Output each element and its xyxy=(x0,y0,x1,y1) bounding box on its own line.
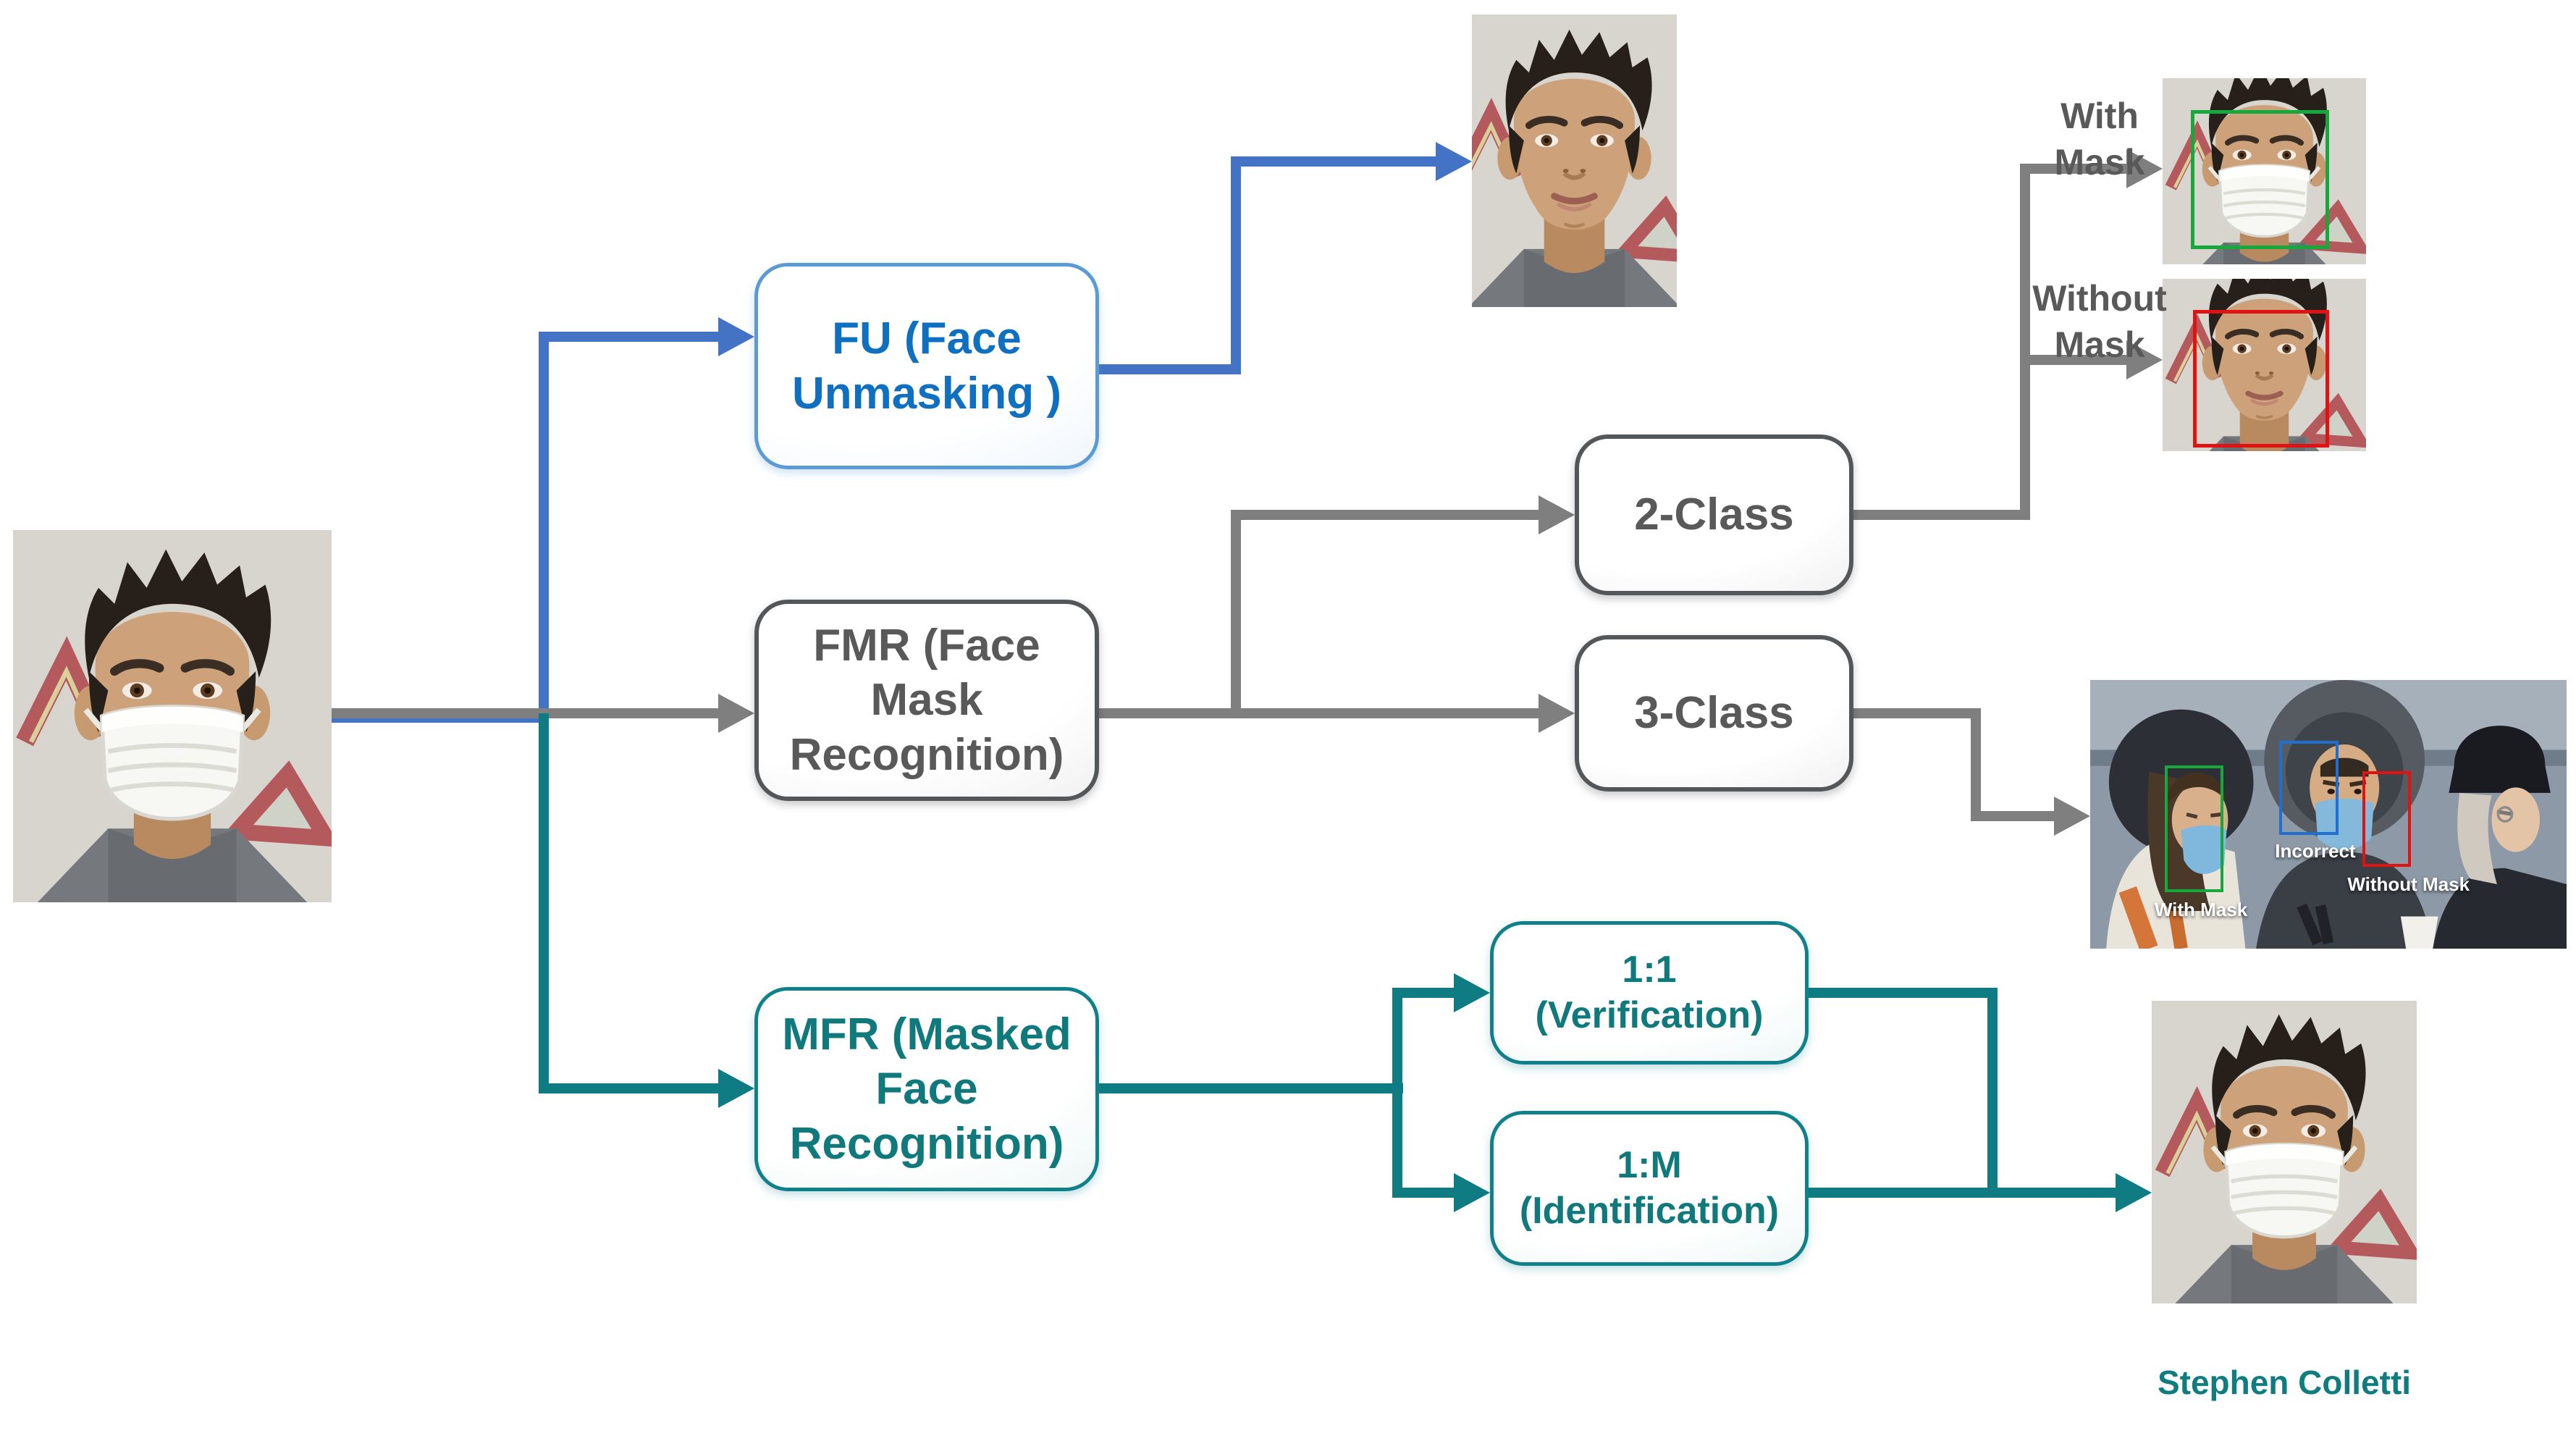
3class-output-line-v xyxy=(1971,708,1981,821)
fmr-to-3class-line xyxy=(1099,708,1541,718)
teal-arrowhead-into-result-image xyxy=(2116,1173,2152,1212)
verification-node: 1:1 (Verification) xyxy=(1490,921,1809,1065)
fu-output-line-h1 xyxy=(1099,364,1241,374)
fu-output-line-h2 xyxy=(1231,156,1441,167)
teal-arrowhead-into-verification xyxy=(1454,973,1490,1012)
group-without-mask-label: Without Mask xyxy=(2347,873,2470,896)
group-green-bounding-box xyxy=(2164,765,2224,893)
fu-node-label: FU (Face Unmasking ) xyxy=(791,313,1062,419)
unmasked-result-face-image xyxy=(1472,14,1677,307)
identification-node: 1:M (Identification) xyxy=(1490,1111,1809,1266)
group-with-mask-label: With Mask xyxy=(2154,899,2248,921)
fmr-to-2class-line xyxy=(1231,510,1541,520)
without-mask-detection-image xyxy=(2163,279,2366,451)
to-verification-line xyxy=(1392,988,1456,998)
input-masked-face-image xyxy=(13,530,332,902)
gray-arrowhead-into-group-image xyxy=(2054,797,2090,836)
to-identification-line xyxy=(1392,1188,1456,1198)
2class-split-vertical-line xyxy=(2020,164,2030,520)
input-to-fmr-line xyxy=(332,708,723,718)
with-mask-label: With Mask xyxy=(2054,96,2145,182)
identification-node-label: 1:M (Identification) xyxy=(1519,1143,1780,1232)
gray-arrowhead-into-withoutmask-image xyxy=(2126,340,2163,379)
3class-output-line-h2 xyxy=(1971,811,2056,821)
group-red-bounding-box xyxy=(2362,771,2411,868)
three-class-group-image: With Mask Incorrect Without Mask xyxy=(2090,680,2567,949)
without-mask-branch-line xyxy=(2020,355,2129,365)
fmr-node: FMR (Face Mask Recognition) xyxy=(754,600,1099,801)
fu-output-line-v xyxy=(1231,156,1241,374)
three-class-node-label: 3-Class xyxy=(1634,688,1794,739)
result-name-label: Stephen Colletti xyxy=(2157,1364,2412,1401)
with-mask-branch-line xyxy=(2020,164,2129,174)
with-mask-detection-image xyxy=(2163,78,2366,264)
fu-node: FU (Face Unmasking ) xyxy=(754,263,1099,469)
fmr-split-vertical-line xyxy=(1231,510,1241,718)
two-class-node-label: 2-Class xyxy=(1634,490,1794,540)
3class-output-line-h1 xyxy=(1853,708,1981,718)
red-face-bounding-box xyxy=(2193,309,2330,448)
merge-vertical-line xyxy=(1987,988,1998,1198)
gray-arrowhead-into-2class xyxy=(1539,495,1575,534)
verification-node-label: 1:1 (Verification) xyxy=(1535,948,1764,1036)
blue-arrowhead-into-unmasked-image xyxy=(1436,142,1472,181)
blue-input-underlay-line xyxy=(332,715,543,723)
two-class-node: 2-Class xyxy=(1575,434,1853,595)
teal-arrowhead-into-mfr xyxy=(718,1069,754,1108)
without-mask-label: Without Mask xyxy=(2032,278,2167,365)
recognition-result-face-image xyxy=(2152,1001,2417,1303)
mfr-split-vertical-line xyxy=(1392,988,1402,1198)
final-output-line xyxy=(1809,1188,2118,1198)
teal-arrow-to-mfr-line xyxy=(539,1083,720,1093)
2class-output-line xyxy=(1853,510,2030,520)
blue-arrowhead-into-fu xyxy=(718,317,754,356)
blue-arrow-to-fu-line xyxy=(539,332,720,342)
three-class-node: 3-Class xyxy=(1575,635,1853,792)
gray-arrowhead-into-fmr xyxy=(718,694,754,733)
fmr-node-label: FMR (Face Mask Recognition) xyxy=(789,620,1064,780)
teal-arrowhead-into-identification xyxy=(1454,1173,1490,1212)
group-blue-bounding-box xyxy=(2279,740,2339,836)
teal-branch-trunk-line xyxy=(539,713,549,1093)
verification-output-line xyxy=(1809,988,1997,998)
gray-arrowhead-into-3class xyxy=(1539,694,1575,733)
green-face-bounding-box xyxy=(2191,109,2330,250)
mfr-node: MFR (Masked Face Recognition) xyxy=(754,987,1099,1191)
gray-arrowhead-into-withmask-image xyxy=(2126,149,2163,188)
group-incorrect-label: Incorrect xyxy=(2275,839,2356,862)
mfr-node-label: MFR (Masked Face Recognition) xyxy=(782,1009,1072,1169)
blue-branch-trunk-line xyxy=(539,332,549,726)
mfr-output-line xyxy=(1099,1083,1403,1093)
